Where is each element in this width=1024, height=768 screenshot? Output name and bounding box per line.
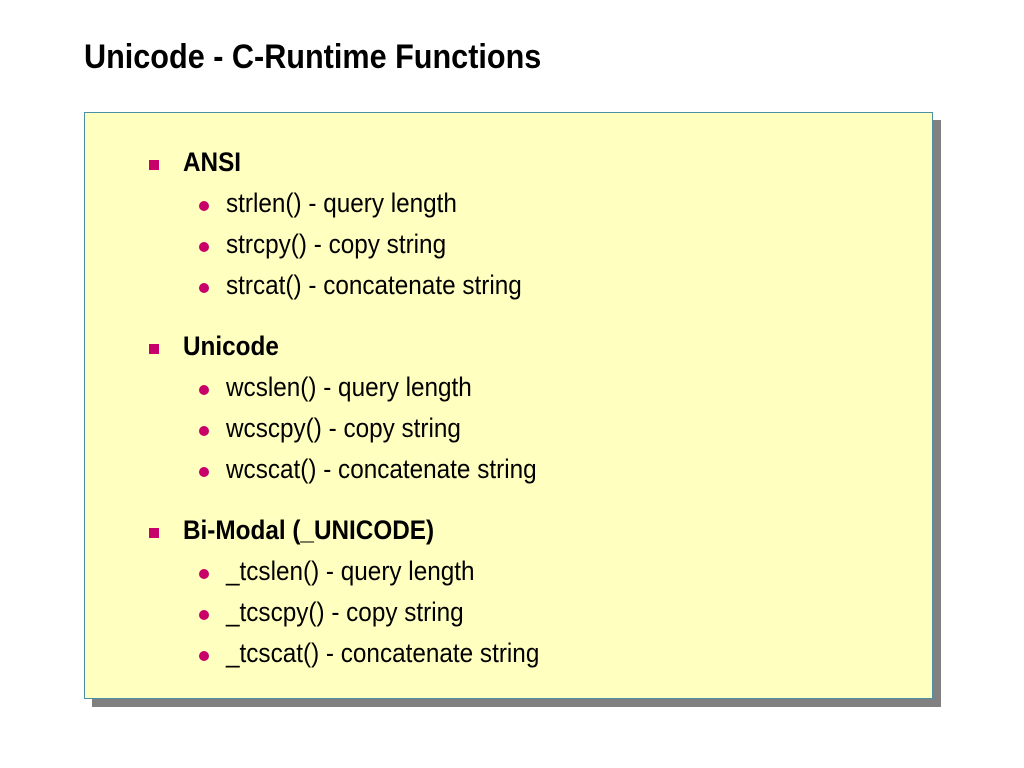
round-bullet-icon bbox=[199, 242, 209, 252]
section-heading: ANSI bbox=[183, 147, 242, 177]
round-bullet-icon bbox=[199, 467, 209, 477]
round-bullet-icon bbox=[199, 610, 209, 620]
list-item-text: _tcslen() - query length bbox=[226, 556, 475, 586]
round-bullet-icon bbox=[199, 201, 209, 211]
list-item: wcscpy() - copy string bbox=[85, 411, 932, 452]
section-ansi: ANSI strlen() - query length strcpy() - … bbox=[85, 145, 932, 309]
round-bullet-icon bbox=[199, 569, 209, 579]
round-bullet-icon bbox=[199, 283, 209, 293]
section-heading-row: Unicode bbox=[85, 329, 932, 370]
list-item-text: strlen() - query length bbox=[226, 188, 457, 218]
list-item: strcpy() - copy string bbox=[85, 227, 932, 268]
section-unicode: Unicode wcslen() - query length wcscpy()… bbox=[85, 329, 932, 493]
square-bullet-icon bbox=[149, 528, 159, 538]
section-bi-modal: Bi-Modal (_UNICODE) _tcslen() - query le… bbox=[85, 513, 932, 677]
slide-title: Unicode - C-Runtime Functions bbox=[84, 38, 542, 76]
list-item-text: _tcscpy() - copy string bbox=[226, 597, 464, 627]
list-item-text: strcat() - concatenate string bbox=[226, 270, 522, 300]
round-bullet-icon bbox=[199, 651, 209, 661]
list-item: _tcslen() - query length bbox=[85, 554, 932, 595]
list-item-text: strcpy() - copy string bbox=[226, 229, 447, 259]
list-item: _tcscpy() - copy string bbox=[85, 595, 932, 636]
round-bullet-icon bbox=[199, 426, 209, 436]
list-item: wcslen() - query length bbox=[85, 370, 932, 411]
content-panel: ANSI strlen() - query length strcpy() - … bbox=[84, 112, 933, 699]
section-heading-row: Bi-Modal (_UNICODE) bbox=[85, 513, 932, 554]
square-bullet-icon bbox=[149, 344, 159, 354]
round-bullet-icon bbox=[199, 385, 209, 395]
list-item: wcscat() - concatenate string bbox=[85, 452, 932, 493]
list-item-text: wcslen() - query length bbox=[226, 372, 472, 402]
list-item-text: _tcscat() - concatenate string bbox=[226, 638, 540, 668]
section-heading: Bi-Modal (_UNICODE) bbox=[183, 515, 435, 545]
list-item: _tcscat() - concatenate string bbox=[85, 636, 932, 677]
list-item: strcat() - concatenate string bbox=[85, 268, 932, 309]
list-item: strlen() - query length bbox=[85, 186, 932, 227]
section-heading-row: ANSI bbox=[85, 145, 932, 186]
list-item-text: wcscat() - concatenate string bbox=[226, 454, 537, 484]
section-heading: Unicode bbox=[183, 331, 279, 361]
square-bullet-icon bbox=[149, 160, 159, 170]
list-item-text: wcscpy() - copy string bbox=[226, 413, 461, 443]
